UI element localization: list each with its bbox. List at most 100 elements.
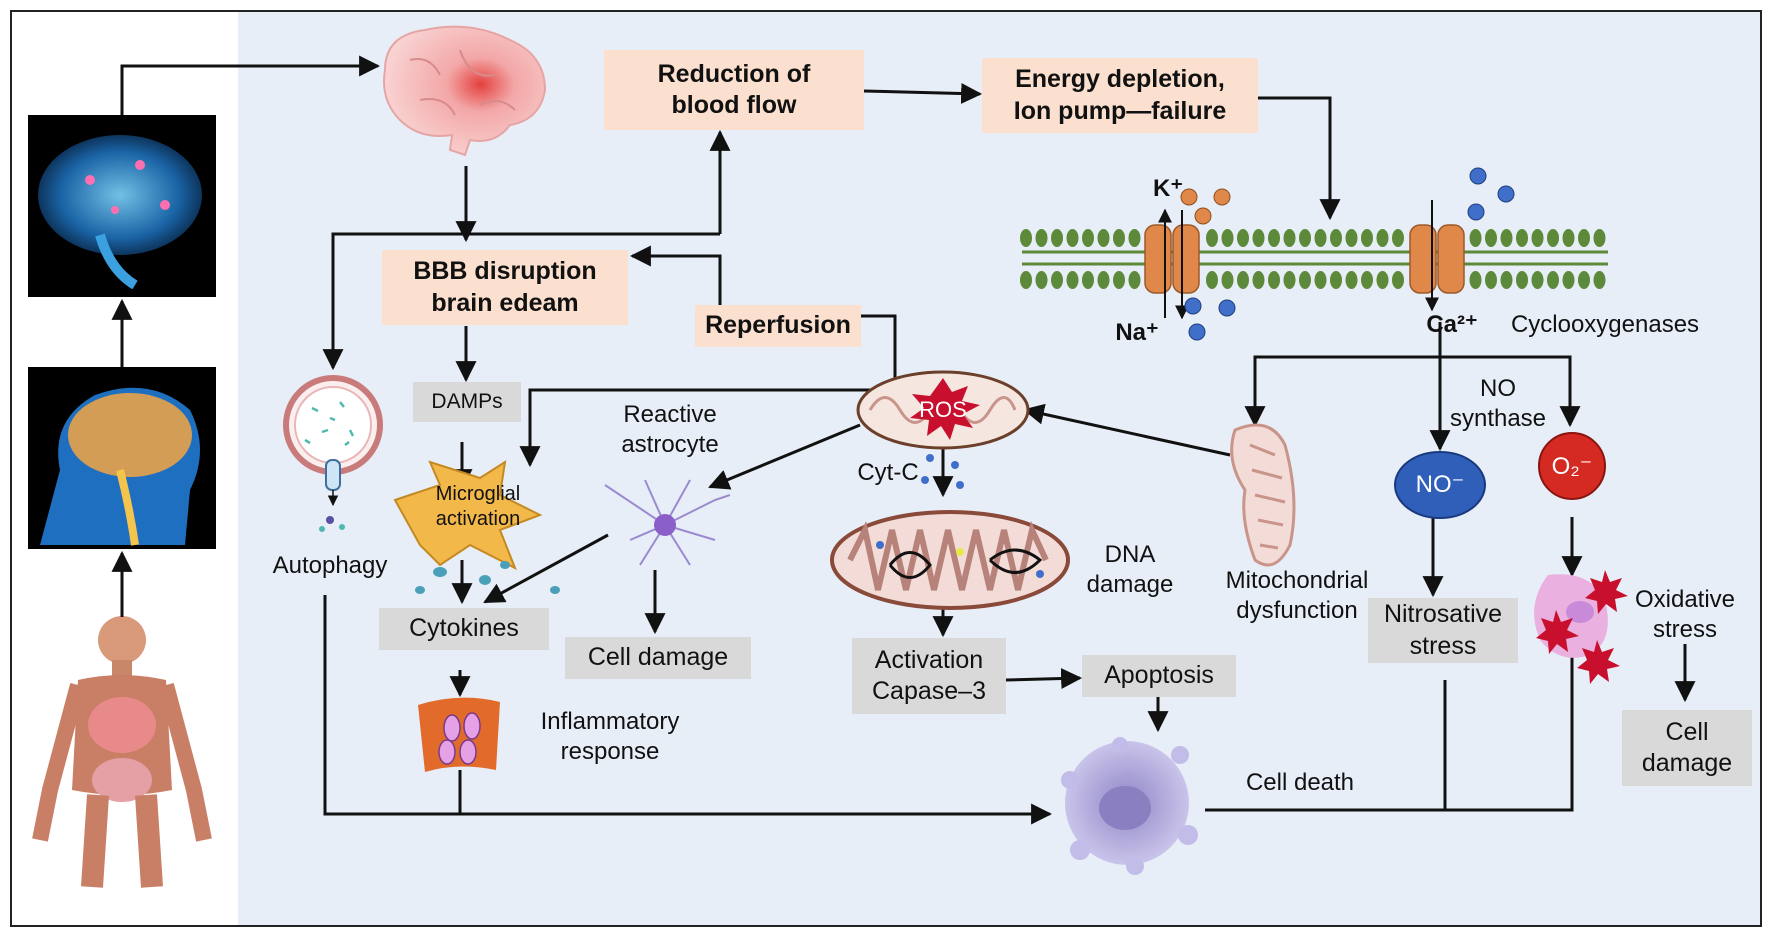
bbb-disruption-box: BBB disruption brain edeam	[382, 250, 628, 325]
lipid-head	[1485, 271, 1497, 289]
lipid-head	[1516, 271, 1528, 289]
lipid-head	[1593, 271, 1606, 289]
mitochondrial-dysfunction-label: Mitochondrial dysfunction	[1225, 567, 1369, 624]
ion-channel-left	[1144, 208, 1200, 320]
energy-depletion-box: Energy depletion, Ion pump—failure	[982, 58, 1258, 133]
cyt-c-particles	[921, 454, 964, 489]
lipid-head	[1128, 271, 1141, 289]
microglia-icon	[393, 459, 560, 594]
lipid-head	[1299, 229, 1311, 247]
cell-damage-box: Cell damage	[565, 637, 751, 679]
no-circle	[1394, 451, 1486, 519]
lipid-head	[1051, 271, 1063, 289]
lipid-head	[1578, 271, 1590, 289]
calcium-label: Ca²⁺	[1426, 311, 1478, 338]
damps-box: DAMPs	[413, 382, 521, 422]
lipid-head	[1082, 229, 1094, 247]
lipid-head	[1485, 229, 1497, 247]
lipid-head	[1268, 271, 1280, 289]
lipid-head	[1531, 271, 1544, 289]
o2-label: O₂⁻	[1551, 453, 1593, 480]
potassium-label: K⁺	[1153, 175, 1183, 202]
lipid-head	[1500, 229, 1513, 247]
no-synthase-label: NO synthase	[1449, 375, 1547, 432]
dysfunctional-mitochondria-icon	[1230, 423, 1296, 567]
astrocyte-icon	[604, 479, 731, 566]
lipid-head	[1113, 229, 1125, 247]
lipid-head	[1128, 229, 1141, 247]
lipid-head	[1562, 271, 1575, 289]
macrophage-icon	[418, 697, 500, 772]
lipid-head	[1330, 271, 1342, 289]
reactive-astrocyte-label: Reactive astrocyte	[621, 401, 719, 458]
lipid-head	[1392, 271, 1404, 289]
lipid-head	[1283, 271, 1296, 289]
lipid-head	[1237, 271, 1249, 289]
lipid-head	[1283, 229, 1296, 247]
lipid-head	[1299, 271, 1311, 289]
lipid-head	[1066, 271, 1079, 289]
lipid-head	[1469, 271, 1482, 289]
brain-network-icon	[28, 115, 216, 297]
lipid-head	[1237, 229, 1249, 247]
lipid-head	[1035, 271, 1048, 289]
reperfusion-box: Reperfusion	[695, 305, 861, 347]
lipid-head	[1113, 271, 1125, 289]
diagram-panel	[238, 12, 1760, 925]
reduction-of-blood-flow-box: Reduction of blood flow	[604, 50, 864, 130]
inflammatory-response-label: Inflammatory response	[540, 708, 680, 765]
lipid-head	[1531, 229, 1544, 247]
head-brain-icon	[28, 367, 216, 549]
lipid-head	[1345, 229, 1358, 247]
mitochondria-icon	[856, 370, 1030, 450]
nitrosative-stress-box: Nitrosative stress	[1368, 598, 1518, 663]
lipid-head	[1547, 229, 1559, 247]
apoptosis-box: Apoptosis	[1082, 655, 1236, 697]
lipid-head	[1051, 229, 1063, 247]
ros-label: ROS	[919, 397, 967, 422]
oxidative-stress-label: Oxidative stress	[1634, 586, 1736, 643]
no-label: NO⁻	[1415, 471, 1465, 498]
cell-damage-box-2: Cell damage	[1622, 710, 1752, 786]
ion-particles	[1180, 167, 1515, 341]
cyt-c-label: Cyt-C	[857, 459, 919, 486]
lipid-head	[1020, 229, 1032, 247]
ischemic-brain-icon	[383, 25, 547, 157]
ion-channel-right	[1409, 200, 1465, 312]
lipid-head	[1516, 229, 1528, 247]
lipid-head	[1376, 229, 1389, 247]
lipid-head	[1547, 271, 1559, 289]
autophagy-label: Autophagy	[272, 552, 388, 579]
lipid-head	[1097, 229, 1110, 247]
lipid-head	[1469, 229, 1482, 247]
vesicle-icon	[283, 375, 383, 532]
human-body-icon	[32, 616, 212, 888]
cytokines-box: Cytokines	[379, 608, 549, 650]
lipid-head	[1500, 271, 1513, 289]
lipid-head	[1252, 229, 1265, 247]
lipid-head	[1330, 229, 1342, 247]
lipid-head	[1206, 229, 1218, 247]
lipid-head	[1082, 271, 1094, 289]
lipid-head	[1221, 229, 1234, 247]
sodium-label: Na⁺	[1115, 319, 1159, 346]
lipid-head	[1314, 229, 1327, 247]
damaged-mitochondria-icon	[830, 510, 1070, 610]
activation-caspase-3-box: Activation Capase–3	[852, 638, 1006, 714]
lipid-head	[1206, 271, 1218, 289]
lipid-head	[1392, 229, 1404, 247]
lipid-head	[1562, 229, 1575, 247]
lipid-head	[1066, 229, 1079, 247]
dna-damage-label: DNA damage	[1086, 541, 1174, 598]
microglial-activation-label: Microglial activation	[435, 483, 521, 530]
lipid-head	[1376, 271, 1389, 289]
cell-death-label: Cell death	[1245, 769, 1355, 796]
lipid-head	[1097, 271, 1110, 289]
lipid-head	[1578, 229, 1590, 247]
lipid-head	[1035, 229, 1048, 247]
lipid-head	[1361, 229, 1373, 247]
o2-circle	[1538, 432, 1606, 500]
lipid-head	[1314, 271, 1327, 289]
lipid-head	[1020, 271, 1032, 289]
